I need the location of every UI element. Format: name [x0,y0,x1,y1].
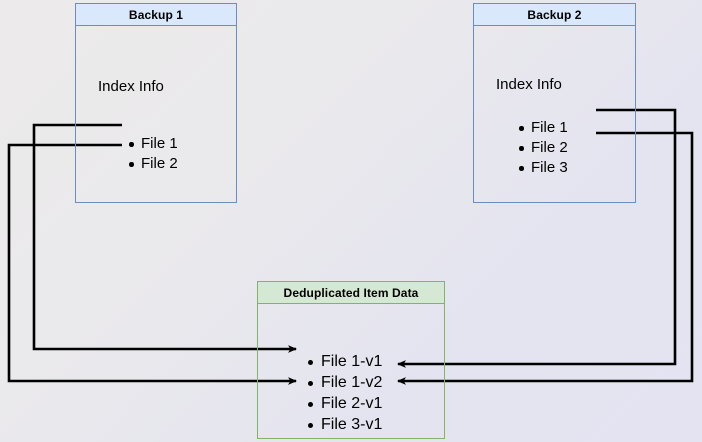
connector-b2-file2 [397,131,694,385]
backup-2-body: Index Info File 1 File 2 File 3 [473,26,636,203]
deduplicated-item-data-box[interactable]: Deduplicated Item Data File 1-v1 File 1-… [257,281,445,439]
dedup-title: Deduplicated Item Data [257,281,445,304]
backup-1-box[interactable]: Backup 1 Index Info File 1 File 2 [75,3,237,203]
backup-2-file-list: File 1 File 2 File 3 [516,118,568,178]
backup-1-file-list: File 1 File 2 [126,134,178,174]
backup-1-title: Backup 1 [75,3,237,26]
backup-1-index-label: Index Info [98,78,164,95]
list-item[interactable]: File 3 [516,158,568,178]
backup-2-title: Backup 2 [473,3,636,26]
list-item[interactable]: File 3-v1 [304,414,382,435]
backup-2-box[interactable]: Backup 2 Index Info File 1 File 2 File 3 [473,3,636,203]
list-item[interactable]: File 1-v2 [304,372,382,393]
list-item[interactable]: File 2-v1 [304,393,382,414]
list-item[interactable]: File 2 [126,154,178,174]
list-item[interactable]: File 1-v1 [304,351,382,372]
backup-2-index-label: Index Info [496,76,562,93]
dedup-body: File 1-v1 File 1-v2 File 2-v1 File 3-v1 [257,304,445,439]
connector-b1-file2 [7,143,297,385]
list-item[interactable]: File 2 [516,138,568,158]
connector-b1-file1 [32,123,297,353]
list-item[interactable]: File 1 [126,134,178,154]
backup-1-body: Index Info File 1 File 2 [75,26,237,203]
list-item[interactable]: File 1 [516,118,568,138]
dedup-item-list: File 1-v1 File 1-v2 File 2-v1 File 3-v1 [304,351,382,435]
